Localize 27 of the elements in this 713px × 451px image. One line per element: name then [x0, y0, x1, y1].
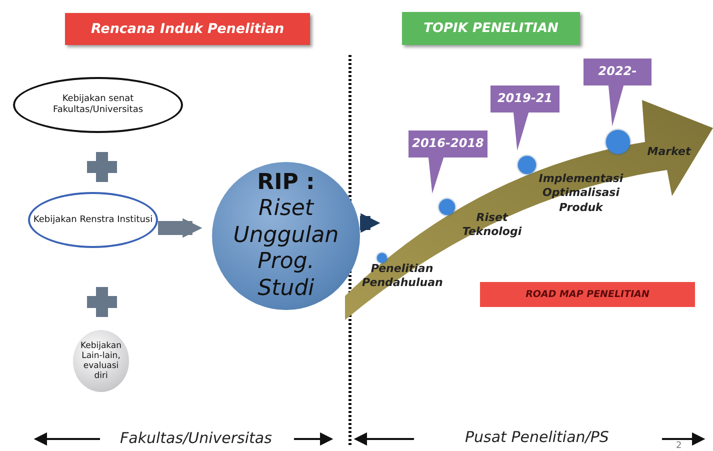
milestone-label: Market: [646, 145, 692, 160]
milestone-dot: [518, 156, 536, 174]
rip-heading: RIP :: [257, 170, 315, 196]
title-banner: [65, 13, 310, 45]
milestone-dot: [439, 199, 455, 215]
year-callout: [583, 58, 652, 129]
node-label: Rencana Induk Penelitian: [90, 20, 284, 38]
year-label: 2019-21: [497, 91, 553, 106]
milestone-dot: [606, 130, 630, 154]
scope-label: Fakultas/Universitas: [120, 429, 272, 447]
arrow: [360, 213, 380, 233]
title-banner: [480, 282, 695, 307]
year-callout: [408, 130, 488, 196]
scope-label: Pusat Penelitian/PS: [465, 428, 609, 446]
arrow: [158, 218, 202, 238]
year-label: 2022-: [598, 64, 637, 78]
node-label: Kebijakan Renstra Institusi: [33, 214, 153, 226]
node-label: TOPIK PENELITIAN: [424, 20, 558, 36]
page-number: 2: [676, 441, 682, 451]
year-callout: [490, 85, 560, 153]
node-label: Kebijakan senat Fakultas/Universitas: [52, 94, 144, 116]
rip-body: Riset Unggulan Prog. Studi: [232, 196, 340, 302]
node-label: Kebijakan Lain-lain, evaluasi diri: [79, 340, 123, 382]
title-banner: [402, 12, 580, 45]
year-label: 2016-2018: [412, 136, 484, 150]
milestone-dot: [377, 253, 387, 263]
node-label: ROAD MAP PENELITIAN: [526, 288, 650, 300]
